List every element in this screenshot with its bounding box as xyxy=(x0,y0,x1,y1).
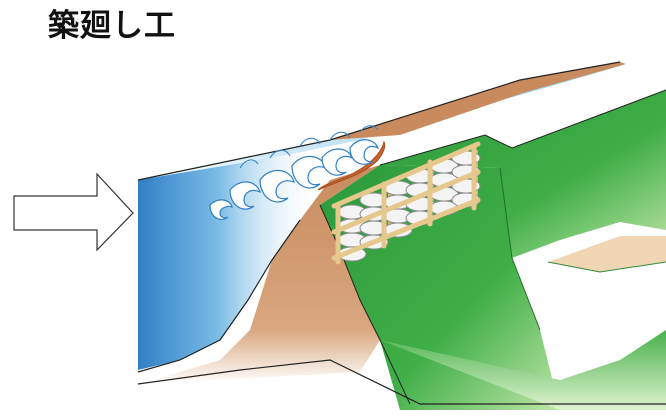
outline-grass-top xyxy=(379,89,666,166)
diagram-title: 築廻し工 xyxy=(48,8,176,44)
wave-spray xyxy=(239,125,379,169)
erosion-scour xyxy=(317,140,386,191)
upper-shore xyxy=(330,62,626,140)
bench-step xyxy=(548,236,666,272)
sandbag-crib-structure xyxy=(331,141,481,265)
ground-line xyxy=(137,359,666,405)
grass-top xyxy=(380,90,666,258)
right-arrow-icon xyxy=(13,172,134,252)
outline-grass xyxy=(319,204,411,405)
outline-slope xyxy=(137,219,301,373)
outline-grass-ridge xyxy=(499,167,541,331)
breaking-waves xyxy=(209,139,380,220)
bench-edge xyxy=(547,261,666,273)
sea-water xyxy=(138,150,320,370)
grass-bottom xyxy=(380,330,666,410)
outline-sea-top xyxy=(137,61,621,181)
soil-embankment xyxy=(140,165,380,384)
